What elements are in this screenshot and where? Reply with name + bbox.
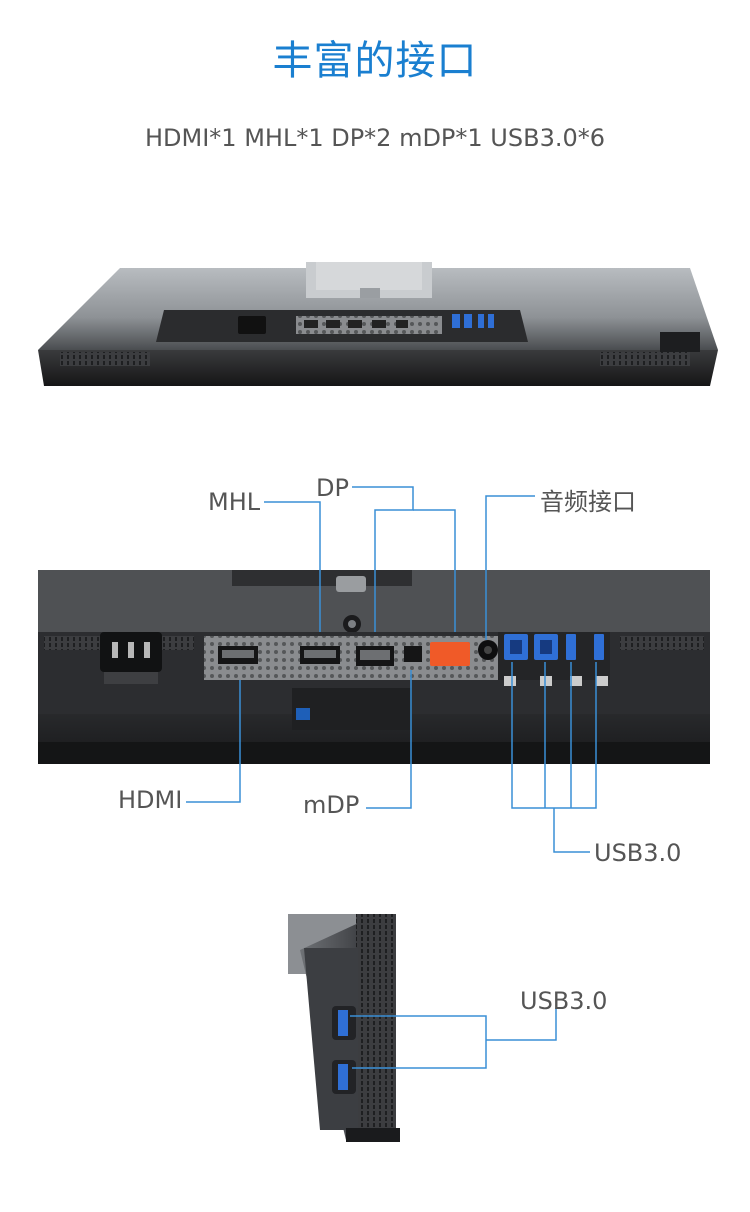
callout-label-usb-side: USB3.0 xyxy=(520,987,608,1015)
port-panel-closeup xyxy=(38,570,710,764)
page-title: 丰富的接口 xyxy=(272,38,478,84)
callout-lines xyxy=(186,486,597,1069)
monitor-side-view xyxy=(288,914,400,1142)
callout-label-audio: 音频接口 xyxy=(540,488,636,516)
callout-label-hdmi: HDMI xyxy=(118,786,183,814)
callout-label-mhl: MHL xyxy=(208,488,261,516)
ports-summary: HDMI*1 MHL*1 DP*2 mDP*1 USB3.0*6 xyxy=(144,124,606,152)
callout-label-mdp: mDP xyxy=(303,791,360,819)
monitor-rear-view xyxy=(38,262,718,386)
callout-label-dp: DP xyxy=(316,474,349,502)
callout-label-usb-bottom: USB3.0 xyxy=(594,839,682,867)
